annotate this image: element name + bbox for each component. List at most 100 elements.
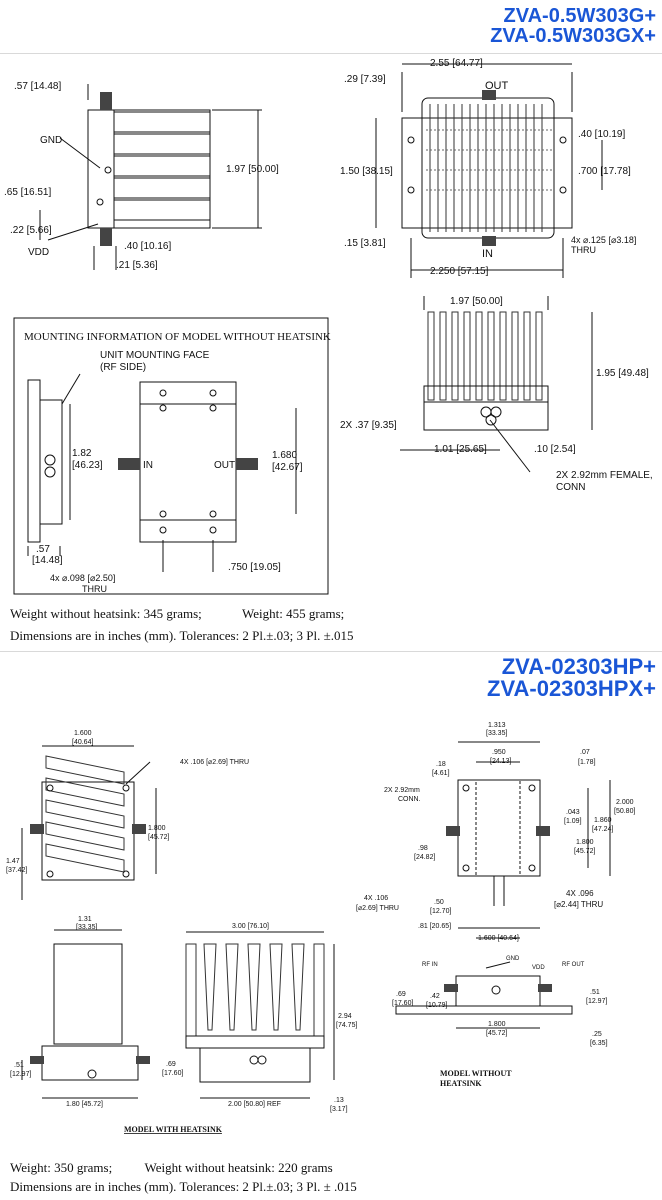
side-view-drawing	[39, 84, 262, 270]
hp-top-dim-width-a: 1.600	[74, 730, 92, 737]
hp-right-view-drawing	[446, 741, 611, 939]
hp-br-dim-l2-b: [10.79]	[426, 1002, 447, 1009]
weight-without-heatsink-1: Weight without heatsink: 345 grams;	[10, 606, 202, 621]
hp-r-hole-b-2: [⌀2.44] THRU	[554, 900, 603, 909]
hp-br-rf-out: RF OUT	[562, 962, 585, 968]
hp-r-dim-r1-a: .043	[566, 809, 580, 816]
mount-hole-note-2: THRU	[82, 584, 107, 594]
weight-notes-1: Weight without heatsink: 345 grams; Weig…	[10, 606, 344, 622]
hp-hs-dim-corner-b: [3.17]	[330, 1106, 348, 1113]
mount-dim-left-b: [46.23]	[72, 460, 103, 471]
hp-top-view-drawing	[21, 745, 157, 900]
mounting-drawing	[27, 373, 297, 572]
weight-notes-2: Weight: 350 grams; Weight without heatsi…	[10, 1160, 333, 1176]
mount-dim-right-a: 1.680	[272, 450, 297, 461]
hp-r-dim-tl-a: .18	[436, 761, 446, 768]
hp-side-dim-left-a: .51	[14, 1062, 24, 1069]
mount-dim-right-b: [42.67]	[272, 462, 303, 473]
hp-br-dim-b-a: 1.800	[488, 1021, 506, 1028]
mount-dim-bottom-right: .750 [19.05]	[228, 562, 281, 573]
hp-r-dim-top-b: [33.35]	[486, 730, 507, 737]
hp-r-dim-r3-b: [50.80]	[614, 808, 635, 815]
hp-r-dim-r2-b: [47.24]	[592, 826, 613, 833]
hp-r-dim-b1: .81 [20.65]	[418, 923, 451, 930]
hp-br-dim-l1-a: .69	[396, 991, 406, 998]
hp-side-dim-width-a: 1.31	[78, 916, 92, 923]
hp-br-caption-1: MODEL WITHOUT	[440, 1069, 512, 1078]
hp-hs-dim-left-b: [17.60]	[162, 1070, 183, 1077]
hp-r-hole-a-2: [⌀2.69] THRU	[356, 905, 399, 912]
top-dim-right1: .40 [10.19]	[578, 129, 625, 140]
hp-r-conn-note-a: 2X 2.92mm	[384, 787, 420, 794]
model-name-2: ZVA-0.5W303GX+	[490, 25, 656, 47]
section1-title: ZVA-0.5W303G+ ZVA-0.5W303GX+	[490, 6, 656, 46]
hs-dim-bottom2: .10 [2.54]	[534, 444, 576, 455]
hs-conn-note-2: CONN	[556, 482, 585, 493]
hp-r-dim-c-a: .50	[434, 899, 444, 906]
top-hole-note-2: THRU	[571, 245, 596, 255]
hp-r-dim-c-b: [12.70]	[430, 908, 451, 915]
heatsink-front-drawing	[400, 296, 593, 473]
mounting-header: MOUNTING INFORMATION OF MODEL WITHOUT HE…	[24, 331, 331, 343]
hp-r-hole-a-1: 4X .106	[364, 895, 388, 902]
section2-drawings: 1.600 [40.64] 4X .106 [⌀2.69] THRU 1.800…	[6, 722, 635, 1134]
top-dim-width: 2.55 [64.77]	[430, 58, 483, 69]
hs-dim-bottom1: 1.01 [25.65]	[434, 444, 487, 455]
section-divider	[0, 651, 662, 652]
hp-top-dim-width-b: [40.64]	[72, 739, 93, 746]
hs-dim-left: 2X .37 [9.35]	[340, 420, 397, 431]
hp-br-dim-l2-a: .42	[430, 993, 440, 1000]
section1-drawings: .57 [14.48] GND 1.97 [50.00] .65 [16.51]…	[4, 58, 653, 595]
hp-r-dim-inner-a: .950	[492, 749, 506, 756]
hp-hs-dim-left-a: .69	[166, 1061, 176, 1068]
top-view-drawing	[375, 63, 603, 278]
model-name-1: ZVA-0.5W303G+	[503, 5, 656, 27]
vdd-label: VDD	[28, 247, 49, 258]
hp-r-dim-top-a: 1.313	[488, 722, 506, 729]
top-dim-left: 1.50 [38.15]	[340, 166, 393, 177]
mount-dim-bl-b: [14.48]	[32, 555, 63, 566]
hp-heatsink-drawing	[185, 931, 335, 1099]
hp-br-gnd: GND	[506, 956, 520, 962]
hp-br-dim-br-b: [6.35]	[590, 1040, 608, 1047]
mount-in-label: IN	[143, 460, 153, 471]
hp-hs-dim-height-a: 2.94	[338, 1013, 352, 1020]
hp-r-dim-l-b: [24.82]	[414, 854, 435, 861]
mount-hole-note-1: 4x ⌀.098 [⌀2.50]	[50, 573, 115, 583]
mount-out-label: OUT	[214, 460, 235, 471]
mounting-frame	[13, 317, 329, 595]
hp-side-dim-left-b: [12.97]	[10, 1071, 31, 1078]
hp-r-dim-r3-a: 2.000	[616, 799, 634, 806]
hp-side-view-drawing	[21, 929, 150, 1099]
weight-2: Weight: 350 grams;	[10, 1160, 113, 1175]
hp-top-dim-left-a: 1.47	[6, 858, 20, 865]
hp-br-dim-r1-b: [12.97]	[586, 998, 607, 1005]
side-dim-low: .22 [5.66]	[10, 225, 52, 236]
hp-hs-dim-bottom: 2.00 [50.80] REF	[228, 1101, 281, 1108]
out-label-top: OUT	[485, 80, 509, 92]
model-name-4: ZVA-02303HPX+	[487, 676, 656, 701]
hp-br-dim-l1-b: [17.60]	[392, 1000, 413, 1007]
hp-br-rf-in: RF IN	[422, 962, 438, 968]
hp-r-dim-r2-a: 1.860	[594, 817, 612, 824]
hp-r-dim-tr-a: .07	[580, 749, 590, 756]
hp-r-dim-r4-a: 1.800	[576, 839, 594, 846]
hp-r-dim-b2: 1.600 [40.64]	[478, 935, 519, 942]
hp-br-dim-r1-a: .51	[590, 989, 600, 996]
top-dim-base: 2.250 [57.15]	[430, 266, 489, 277]
model-name-3: ZVA-02303HP+	[501, 654, 656, 679]
top-dim-bottom-left: .15 [3.81]	[344, 238, 386, 249]
hp-br-caption-2: HEATSINK	[440, 1079, 482, 1088]
hp-side-dim-width-b: [33.35]	[76, 924, 97, 931]
hs-conn-note-1: 2X 2.92mm FEMALE,	[556, 470, 653, 481]
hp-top-dim-right-b: [45.72]	[148, 834, 169, 841]
hs-dim-width: 1.97 [50.00]	[450, 296, 503, 307]
section2-title: ZVA-02303HP+ ZVA-02303HPX+	[487, 656, 656, 700]
hp-side-dim-bottom: 1.80 [45.72]	[66, 1101, 103, 1108]
hp-hs-dim-height-b: [74.75]	[336, 1022, 357, 1029]
hp-hs-dim-corner-a: .13	[334, 1097, 344, 1104]
hp-r-conn-note-b: CONN.	[398, 796, 421, 803]
side-dim-bottom2: .21 [5.36]	[116, 260, 158, 271]
in-label-top: IN	[482, 248, 493, 260]
mount-face-label-1: UNIT MOUNTING FACE	[100, 350, 210, 361]
